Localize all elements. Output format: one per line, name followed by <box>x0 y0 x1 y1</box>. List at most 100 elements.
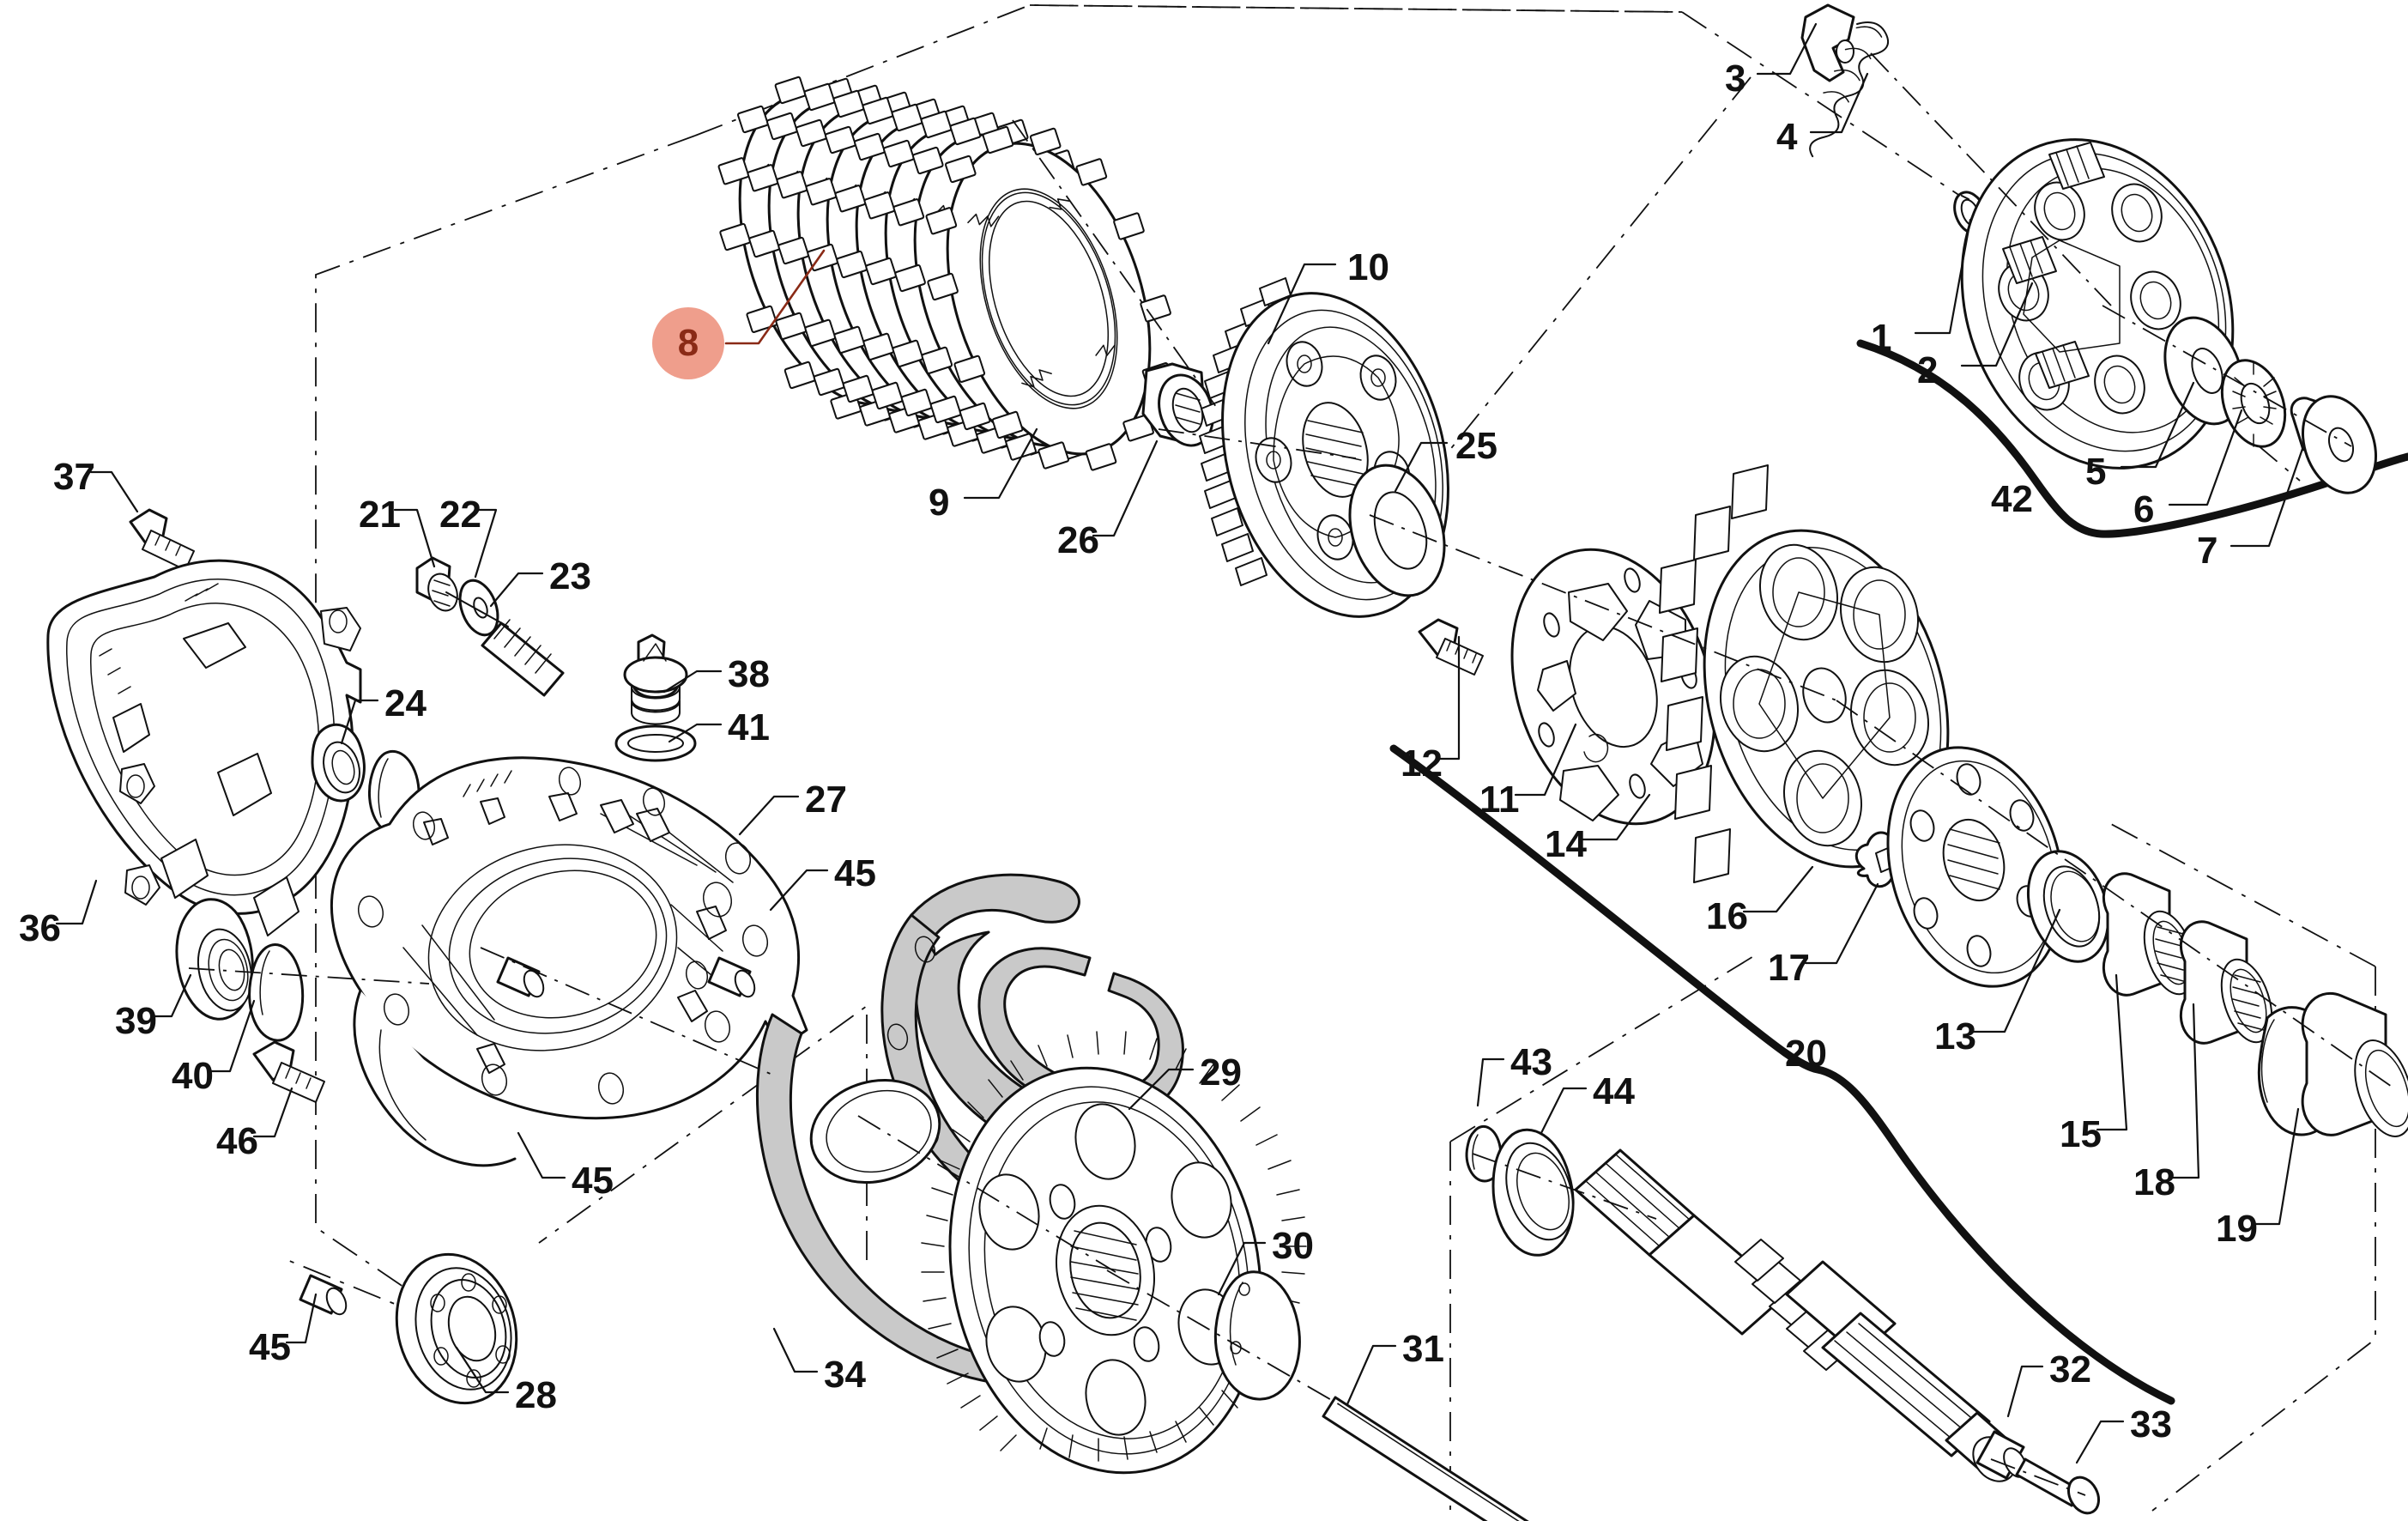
callout-15[interactable]: 15 <box>2060 1113 2102 1155</box>
callout-33[interactable]: 33 <box>2130 1403 2172 1445</box>
callout-17[interactable]: 17 <box>1768 947 1810 989</box>
part-9-steel-plate <box>888 94 1211 502</box>
leader-line-41 <box>668 723 723 743</box>
leader-line-4 <box>1809 72 1869 134</box>
callout-18[interactable]: 18 <box>2133 1161 2175 1203</box>
callout-11[interactable]: 11 <box>1479 779 1520 821</box>
callout-30[interactable]: 30 <box>1272 1225 1314 1267</box>
callout-9[interactable]: 9 <box>929 482 950 524</box>
leader-line-44 <box>1540 1087 1588 1135</box>
callout-8[interactable]: 8 <box>652 307 724 379</box>
callout-32[interactable]: 32 <box>2049 1348 2091 1391</box>
callout-leader-lines <box>55 22 2305 1464</box>
leader-line-6 <box>2168 409 2243 506</box>
part-30-circlip <box>1213 1270 1301 1401</box>
callout-44[interactable]: 44 <box>1593 1070 1635 1112</box>
part-3-pushrod-cap <box>1800 3 1855 82</box>
part-29-primary-driven-gear <box>921 1031 1307 1475</box>
callout-1[interactable]: 1 <box>1871 317 1892 359</box>
callout-5[interactable]: 5 <box>2085 451 2107 493</box>
leader-line-28 <box>455 1346 510 1394</box>
leader-line-32 <box>2006 1365 2044 1418</box>
callout-2[interactable]: 2 <box>1917 349 1939 391</box>
leader-line-37 <box>89 470 139 513</box>
callout-26[interactable]: 26 <box>1057 519 1099 561</box>
callout-23[interactable]: 23 <box>549 555 591 597</box>
leader-line-13 <box>1970 908 2061 1033</box>
leader-line-45 <box>769 869 829 912</box>
callout-31[interactable]: 31 <box>1402 1328 1444 1370</box>
callout-10[interactable]: 10 <box>1347 246 1389 288</box>
callout-37[interactable]: 37 <box>53 456 95 498</box>
leader-line-17 <box>1804 882 1879 965</box>
callout-19[interactable]: 19 <box>2216 1208 2258 1250</box>
callout-45c[interactable]: 45 <box>249 1326 291 1368</box>
part-46-flange-bolt <box>252 1040 325 1103</box>
leader-line-7 <box>2230 445 2305 548</box>
callout-40[interactable]: 40 <box>172 1055 214 1097</box>
callout-38[interactable]: 38 <box>728 653 770 695</box>
leader-line-45c <box>285 1293 318 1344</box>
callout-25[interactable]: 25 <box>1455 425 1497 467</box>
callout-16[interactable]: 16 <box>1706 895 1748 937</box>
callout-6[interactable]: 6 <box>2133 488 2155 530</box>
callout-24[interactable]: 24 <box>384 682 427 724</box>
callout-43[interactable]: 43 <box>1510 1041 1552 1083</box>
part-28-ball-bearing <box>395 1252 518 1405</box>
leader-line-26 <box>1092 439 1159 537</box>
leader-line-38 <box>663 670 723 694</box>
callout-46[interactable]: 46 <box>216 1120 258 1162</box>
leader-line-11 <box>1514 723 1577 797</box>
callout-3[interactable]: 3 <box>1725 58 1746 100</box>
part-36-outer-cover <box>46 559 363 936</box>
callout-45b[interactable]: 45 <box>572 1160 614 1202</box>
leader-line-14 <box>1581 793 1651 841</box>
leader-line-27 <box>738 795 800 836</box>
callout-41[interactable]: 41 <box>728 706 770 748</box>
callout-34[interactable]: 34 <box>824 1354 866 1396</box>
leader-line-24 <box>340 699 379 745</box>
leader-line-8 <box>724 249 826 345</box>
callout-39[interactable]: 39 <box>115 1000 157 1042</box>
assembly-axes <box>188 52 2395 1496</box>
callout-45[interactable]: 45 <box>834 852 876 894</box>
part-19-spacer-sleeve <box>2301 992 2408 1137</box>
part-27-clutch-cover-case <box>330 756 808 1167</box>
callout-29[interactable]: 29 <box>1200 1051 1242 1094</box>
leader-line-2 <box>1960 282 2034 367</box>
callout-4[interactable]: 4 <box>1776 116 1798 158</box>
callout-7[interactable]: 7 <box>2197 530 2218 572</box>
leader-line-43 <box>1476 1057 1505 1107</box>
part-12-flange-bolt <box>1418 618 1484 676</box>
leader-line-39 <box>151 973 192 1018</box>
callout-22[interactable]: 22 <box>439 494 481 536</box>
leader-line-18 <box>2169 1003 2200 1179</box>
part-22-washer-a <box>458 579 499 637</box>
callout-13[interactable]: 13 <box>1934 1015 1976 1057</box>
callout-28[interactable]: 28 <box>515 1374 557 1416</box>
callout-14[interactable]: 14 <box>1545 823 1587 865</box>
leader-line-21 <box>393 508 436 568</box>
leader-line-1 <box>1914 218 1972 335</box>
callout-36[interactable]: 36 <box>19 907 61 949</box>
leader-line-25 <box>1394 441 1449 493</box>
part-33-clutch-pin <box>2015 1457 2101 1515</box>
callout-21[interactable]: 21 <box>359 494 401 536</box>
leader-line-46 <box>252 1087 293 1138</box>
callout-12[interactable]: 12 <box>1401 742 1443 785</box>
leader-line-34 <box>772 1327 819 1373</box>
leader-line-33 <box>2075 1420 2125 1464</box>
leader-line-45b <box>517 1131 566 1179</box>
part-7-release-bearing-cap <box>2290 395 2378 494</box>
callout-42[interactable]: 42 <box>1991 478 2033 520</box>
group-bracket-20 <box>1389 744 2175 1405</box>
part-45-dowel-pin-b <box>707 956 756 998</box>
callout-20[interactable]: 20 <box>1785 1033 1827 1075</box>
leader-line-16 <box>1742 865 1814 913</box>
leader-line-19 <box>2254 1107 2300 1226</box>
callout-27[interactable]: 27 <box>805 779 847 821</box>
leader-line-15 <box>2096 973 2128 1131</box>
part-23-stud-bolt <box>445 591 565 697</box>
part-21-flange-nut <box>415 556 458 612</box>
